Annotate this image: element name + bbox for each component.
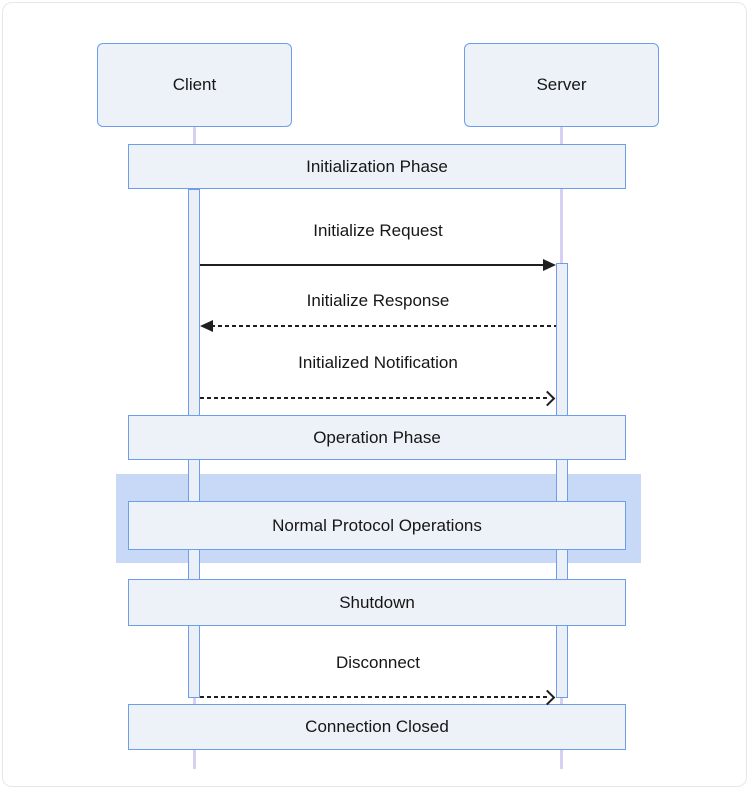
server-activation-bar xyxy=(556,263,568,698)
actor-server-label: Server xyxy=(536,75,587,94)
message-initialized-notification-label: Initialized Notification xyxy=(298,353,458,372)
note-initialization-label: Initialization Phase xyxy=(306,156,448,176)
open-arrowhead-right-icon xyxy=(539,689,556,706)
note-shutdown: Shutdown xyxy=(128,579,626,626)
actor-client: Client xyxy=(97,43,292,127)
filled-arrowhead-right-icon xyxy=(543,259,556,271)
note-closed-label: Connection Closed xyxy=(305,717,449,736)
message-initialize-response-label: Initialize Response xyxy=(306,291,450,310)
note-operation-phase: Operation Phase xyxy=(128,415,626,460)
note-operation-label: Operation Phase xyxy=(313,427,441,447)
note-normal-protocol-operations: Normal Protocol Operations xyxy=(128,501,626,550)
note-normal-ops-label: Normal Protocol Operations xyxy=(272,515,482,535)
actor-server: Server xyxy=(464,43,659,127)
open-arrowhead-right-icon xyxy=(539,390,556,407)
message-disconnect-label: Disconnect xyxy=(335,653,421,672)
message-initialized-notification-line xyxy=(200,397,550,399)
message-disconnect-line xyxy=(200,696,550,698)
note-connection-closed: Connection Closed xyxy=(128,704,626,750)
message-initialize-request-line xyxy=(200,264,544,266)
actor-client-label: Client xyxy=(172,75,217,94)
message-initialize-response-line xyxy=(211,325,556,327)
filled-arrowhead-left-icon xyxy=(200,320,213,332)
note-shutdown-label: Shutdown xyxy=(339,592,415,612)
sequence-diagram: Client Server Initialization Phase Opera… xyxy=(3,3,746,786)
message-initialize-request-label: Initialize Request xyxy=(313,221,443,240)
note-initialization-phase: Initialization Phase xyxy=(128,144,626,189)
